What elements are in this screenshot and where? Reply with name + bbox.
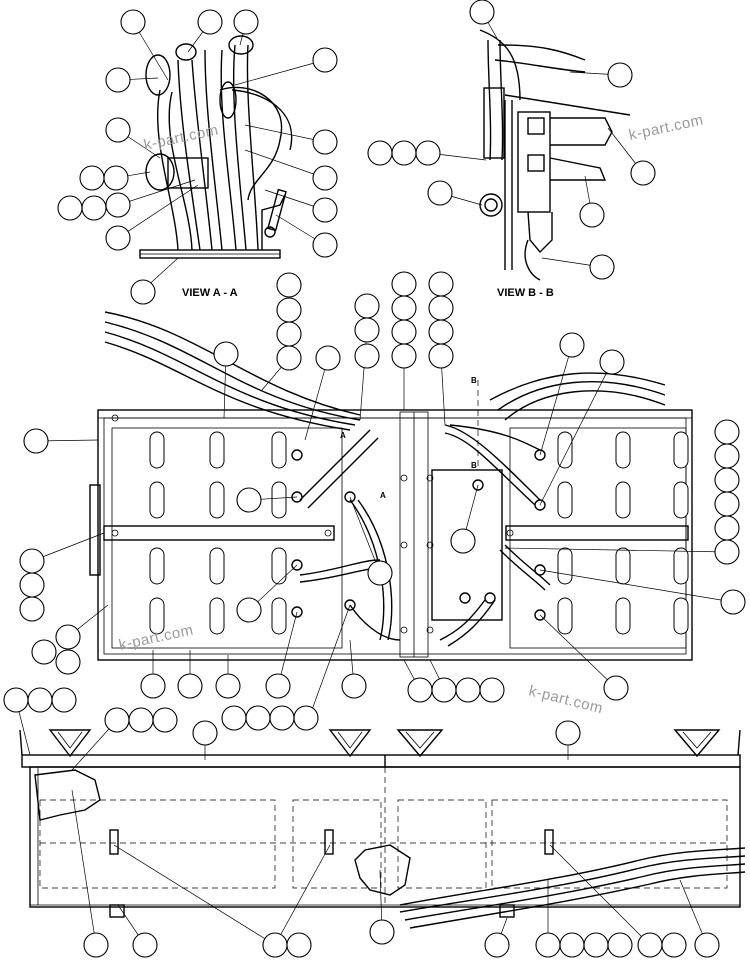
view-b-b-label: VIEW B - B [497,287,554,299]
section-mark-a-bottom: A [380,491,386,500]
battery-box-side-view [19,729,746,929]
battery-box-top-view [89,311,693,661]
watermark-2: k-part.com [627,112,705,144]
leader-lines [15,11,734,946]
watermark-4: k-part.com [527,682,605,717]
callout-bubbles [3,0,746,958]
view-b-b-detail [479,29,631,281]
watermark-1: k-part.com [142,122,220,154]
section-mark-b-bottom: B [471,461,477,470]
section-mark-a-top: A [340,431,346,440]
section-mark-b-top: B [471,376,477,385]
view-a-a-detail [139,35,293,259]
view-a-a-label: VIEW A - A [182,287,238,299]
